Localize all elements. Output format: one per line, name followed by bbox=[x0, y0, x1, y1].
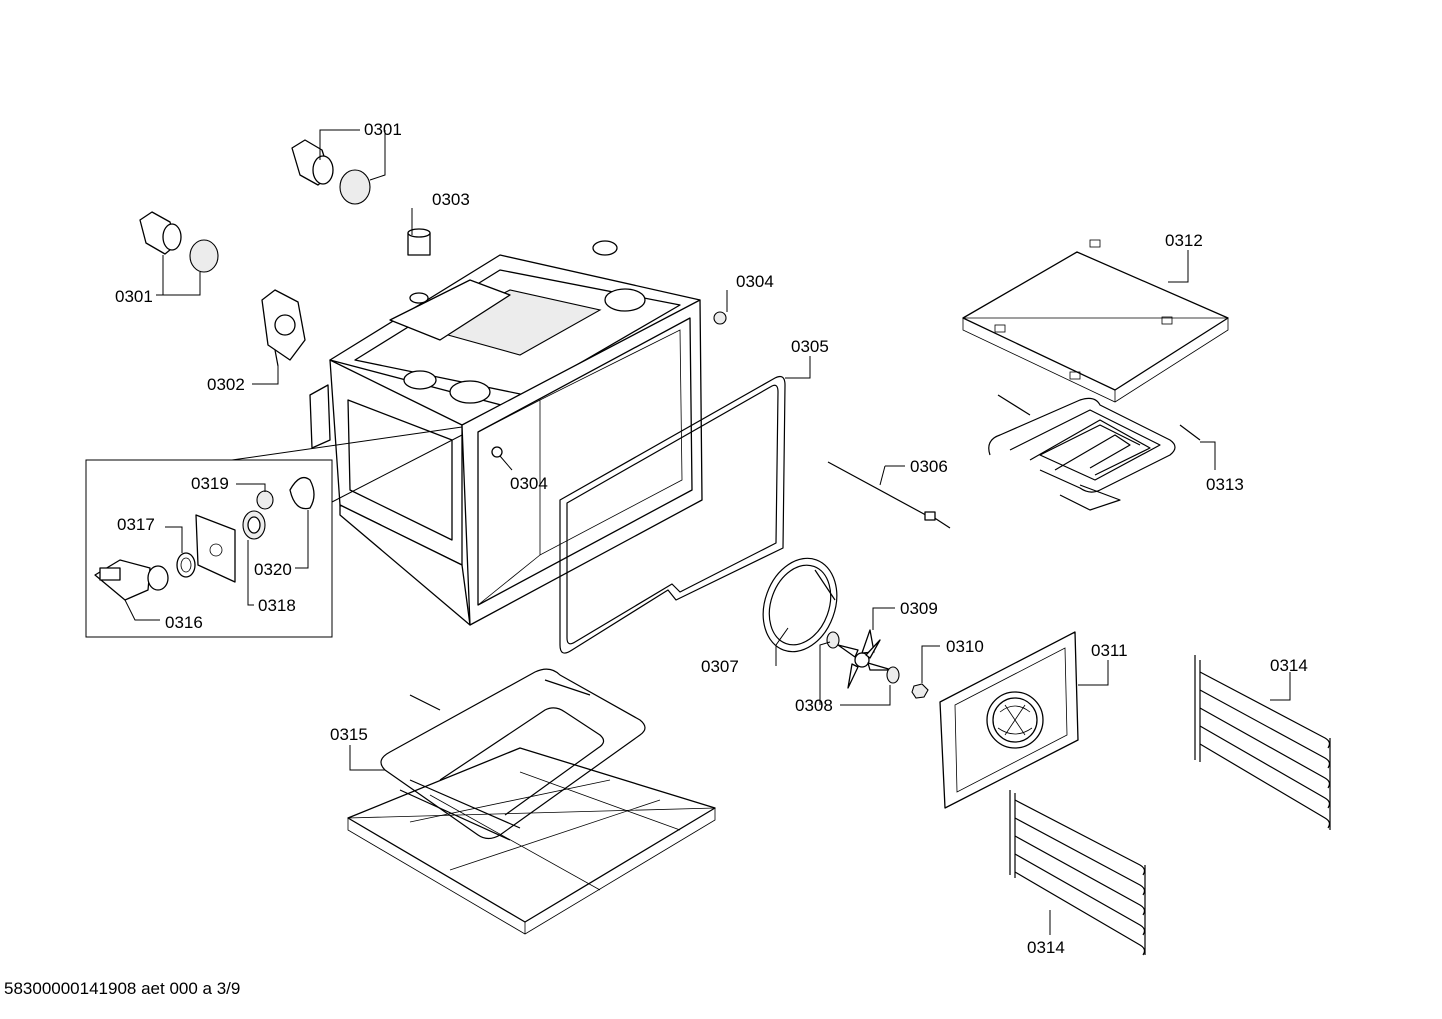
label-temp-sensor: 0306 bbox=[910, 457, 948, 476]
detail-inset bbox=[85, 426, 463, 638]
label-top-heater: 0313 bbox=[1206, 475, 1244, 494]
label-screw-front: 0304 bbox=[510, 474, 548, 493]
shelf-support-right bbox=[1194, 655, 1331, 830]
label-cam: 0320 bbox=[254, 560, 292, 579]
mounting-plate bbox=[195, 514, 236, 583]
label-lock-bracket: 0316 bbox=[165, 613, 203, 632]
rear-cover bbox=[939, 631, 1079, 809]
fan-motor bbox=[261, 289, 306, 367]
label-bottom-heater: 0315 bbox=[330, 725, 368, 744]
screw-right bbox=[713, 311, 727, 325]
door-seal bbox=[559, 375, 786, 654]
temp-sensor bbox=[827, 461, 951, 529]
document-footer: 58300000141908 aet 000 a 3/9 bbox=[4, 979, 241, 998]
oven-cavity bbox=[309, 240, 703, 626]
cam bbox=[289, 476, 315, 510]
label-shelf-support-left: 0314 bbox=[1027, 938, 1065, 957]
label-top-cover: 0312 bbox=[1165, 231, 1203, 250]
label-sensor-fitting: 0303 bbox=[432, 190, 470, 209]
sensor-fitting bbox=[407, 228, 431, 304]
grommet bbox=[256, 490, 274, 510]
label-lamp-upper: 0301 bbox=[364, 120, 402, 139]
label-seal-ring: 0317 bbox=[117, 515, 155, 534]
part-labels: 0301 0301 0302 0303 0304 0304 0305 0306 … bbox=[115, 120, 1308, 957]
label-washer: 0308 bbox=[795, 696, 833, 715]
lamp-lower bbox=[139, 211, 219, 273]
label-rear-cover: 0311 bbox=[1091, 641, 1128, 660]
ring-heater bbox=[762, 557, 838, 653]
fan-wheel bbox=[837, 629, 893, 689]
label-fan-wheel: 0309 bbox=[900, 599, 938, 618]
label-ring-heater: 0307 bbox=[701, 657, 739, 676]
washer bbox=[826, 631, 840, 649]
label-fan-motor: 0302 bbox=[207, 375, 245, 394]
bottom-heater bbox=[347, 668, 716, 935]
top-heater bbox=[988, 394, 1201, 511]
label-shelf-support-right: 0314 bbox=[1270, 656, 1308, 675]
top-cover bbox=[962, 239, 1229, 403]
nut bbox=[911, 683, 929, 699]
lamp-upper bbox=[291, 139, 371, 205]
leader-lines bbox=[124, 129, 1291, 935]
label-nut: 0310 bbox=[946, 637, 984, 656]
label-grommet: 0319 bbox=[191, 474, 229, 493]
label-door-seal: 0305 bbox=[791, 337, 829, 356]
label-bushing: 0318 bbox=[258, 596, 296, 615]
label-screw-right: 0304 bbox=[736, 272, 774, 291]
shelf-support-left bbox=[1009, 790, 1146, 956]
label-lamp-lower: 0301 bbox=[115, 287, 153, 306]
washer-small bbox=[886, 666, 900, 684]
seal-ring bbox=[176, 552, 196, 578]
